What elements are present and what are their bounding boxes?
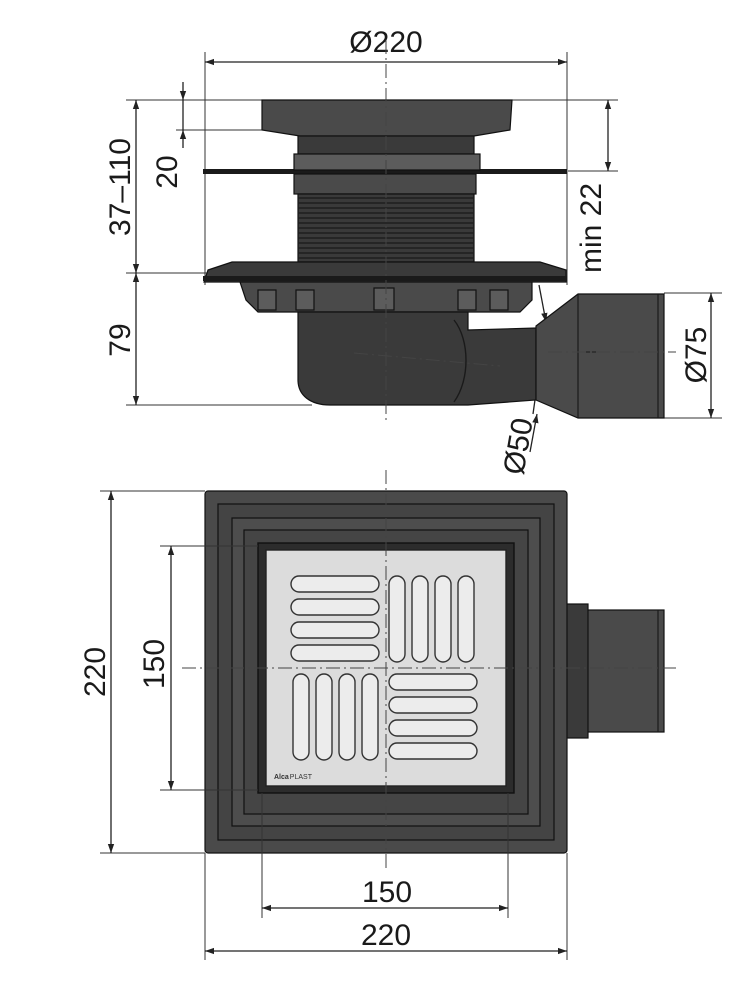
dim-label-220-vertical: 220	[79, 647, 112, 697]
membrane-flange-lower	[203, 261, 567, 283]
dim-label-diameter-75: Ø75	[680, 327, 713, 384]
dim-label-diameter-50: Ø50	[497, 416, 539, 478]
dim-height-adjust: 37–110	[104, 99, 262, 274]
dim-outlet-75: Ø75	[664, 292, 722, 419]
dim-body-height: 79	[104, 273, 312, 406]
membrane-flange-upper	[203, 153, 567, 195]
grate-slots	[290, 575, 478, 761]
grate-slot	[388, 673, 478, 691]
top-outlet-pipe	[565, 603, 665, 739]
grate-slot	[315, 673, 333, 761]
grate-slot	[434, 575, 452, 663]
grate-slot	[338, 673, 356, 761]
dim-grate-height: 20	[151, 82, 262, 189]
dim-top-height-220: 220	[79, 490, 205, 854]
grate-slot	[292, 673, 310, 761]
dim-label-20: 20	[151, 155, 184, 188]
side-view: Ø220 37–110 20 min 22 79	[104, 26, 722, 477]
grate-slot	[388, 742, 478, 760]
top-view: AlcaPLAST 220 150 150	[79, 470, 680, 960]
grate-slot	[290, 621, 380, 639]
grate-slot	[388, 719, 478, 737]
grate-slot	[361, 673, 379, 761]
grate-slot	[411, 575, 429, 663]
grate-slot	[388, 696, 478, 714]
grate-slot	[290, 644, 380, 662]
dim-top-height-150: 150	[138, 545, 258, 791]
grate-slot	[290, 575, 380, 593]
outlet-pipe	[535, 293, 665, 419]
dim-label-37-110: 37–110	[104, 138, 137, 236]
dim-min-22: min 22	[510, 99, 618, 273]
grate-slot	[457, 575, 475, 663]
dim-label-min-22: min 22	[575, 183, 608, 273]
dim-label-150-horizontal: 150	[362, 876, 412, 909]
dim-label-220-horizontal: 220	[361, 919, 411, 952]
dim-label-150-vertical: 150	[138, 639, 171, 689]
grate-slot	[388, 575, 406, 663]
drain-body	[239, 281, 537, 406]
dim-top-width-150: 150	[261, 793, 509, 918]
brand-logo: AlcaPLAST	[274, 774, 313, 781]
grate-top-part	[261, 99, 513, 155]
grate-slot	[290, 598, 380, 616]
dim-label-79: 79	[104, 323, 137, 356]
dim-top-width-220: 220	[204, 853, 568, 960]
